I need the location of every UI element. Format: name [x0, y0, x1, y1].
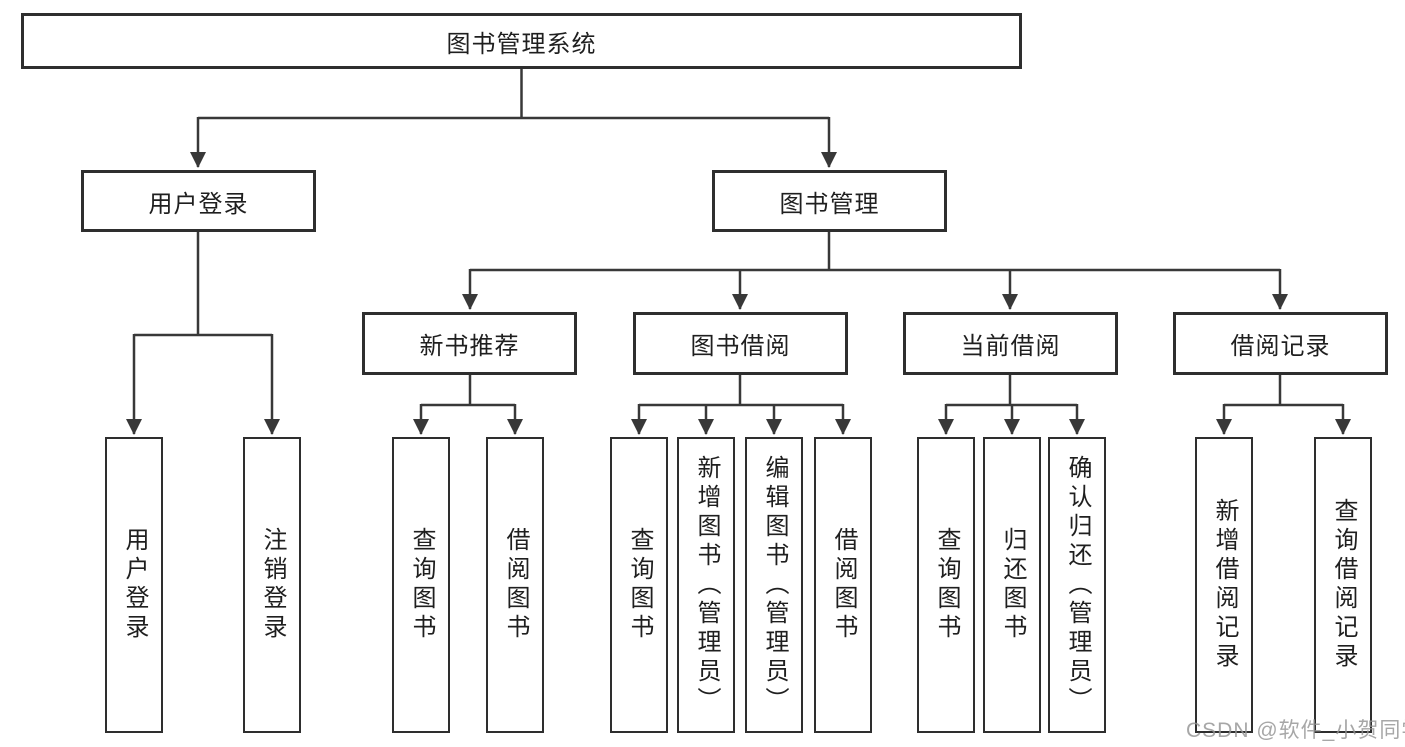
- leaf-query-books-recommend: 查询图书: [392, 437, 450, 733]
- connector-new-book-recommend-to-leaves: [413, 375, 523, 435]
- leaf-confirm-return-admin-label: 确认归还（管理员）: [1064, 454, 1091, 716]
- connector-current-borrowing-to-leaves: [938, 375, 1085, 435]
- leaf-add-book-admin-label: 新增图书（管理员）: [693, 454, 720, 716]
- connector-book-management-to-level3: [462, 232, 1288, 310]
- leaf-logout: 注销登录: [243, 437, 301, 733]
- leaf-borrow-books-recommend: 借阅图书: [486, 437, 544, 733]
- connector-root-to-level2: [190, 69, 837, 168]
- node-library-management-system: 图书管理系统: [21, 13, 1022, 69]
- leaf-logout-label: 注销登录: [259, 527, 286, 643]
- leaf-query-books-current: 查询图书: [917, 437, 975, 733]
- connector-user-login-to-leaves: [126, 232, 280, 435]
- node-book-borrowing: 图书借阅: [633, 312, 848, 375]
- leaf-borrow-books-recommend-label: 借阅图书: [502, 527, 529, 643]
- node-book-management: 图书管理: [712, 170, 947, 232]
- leaf-query-books-borrowing: 查询图书: [610, 437, 668, 733]
- leaf-user-login: 用户登录: [105, 437, 163, 733]
- leaf-return-books-label: 归还图书: [999, 527, 1026, 643]
- leaf-edit-book-admin-label: 编辑图书（管理员）: [761, 454, 788, 716]
- leaf-return-books: 归还图书: [983, 437, 1041, 733]
- leaf-confirm-return-admin: 确认归还（管理员）: [1048, 437, 1106, 733]
- leaf-borrow-books: 借阅图书: [814, 437, 872, 733]
- leaf-add-book-admin: 新增图书（管理员）: [677, 437, 735, 733]
- leaf-borrow-books-label: 借阅图书: [830, 527, 857, 643]
- leaf-add-borrow-record: 新增借阅记录: [1195, 437, 1253, 733]
- node-borrowing-records: 借阅记录: [1173, 312, 1388, 375]
- leaf-query-books-current-label: 查询图书: [933, 527, 960, 643]
- node-new-book-recommend: 新书推荐: [362, 312, 577, 375]
- connector-borrowing-records-to-leaves: [1216, 375, 1351, 435]
- leaf-query-books-recommend-label: 查询图书: [408, 527, 435, 643]
- leaf-edit-book-admin: 编辑图书（管理员）: [745, 437, 803, 733]
- leaf-query-books-borrowing-label: 查询图书: [626, 527, 653, 643]
- node-user-login: 用户登录: [81, 170, 316, 232]
- csdn-watermark: CSDN @软件_小贺同学: [1186, 719, 1405, 742]
- leaf-user-login-label: 用户登录: [121, 527, 148, 643]
- node-current-borrowing: 当前借阅: [903, 312, 1118, 375]
- leaf-add-borrow-record-label: 新增借阅记录: [1211, 498, 1238, 672]
- leaf-query-borrow-record-label: 查询借阅记录: [1330, 498, 1357, 672]
- leaf-query-borrow-record: 查询借阅记录: [1314, 437, 1372, 733]
- connector-book-borrowing-to-leaves: [631, 375, 851, 435]
